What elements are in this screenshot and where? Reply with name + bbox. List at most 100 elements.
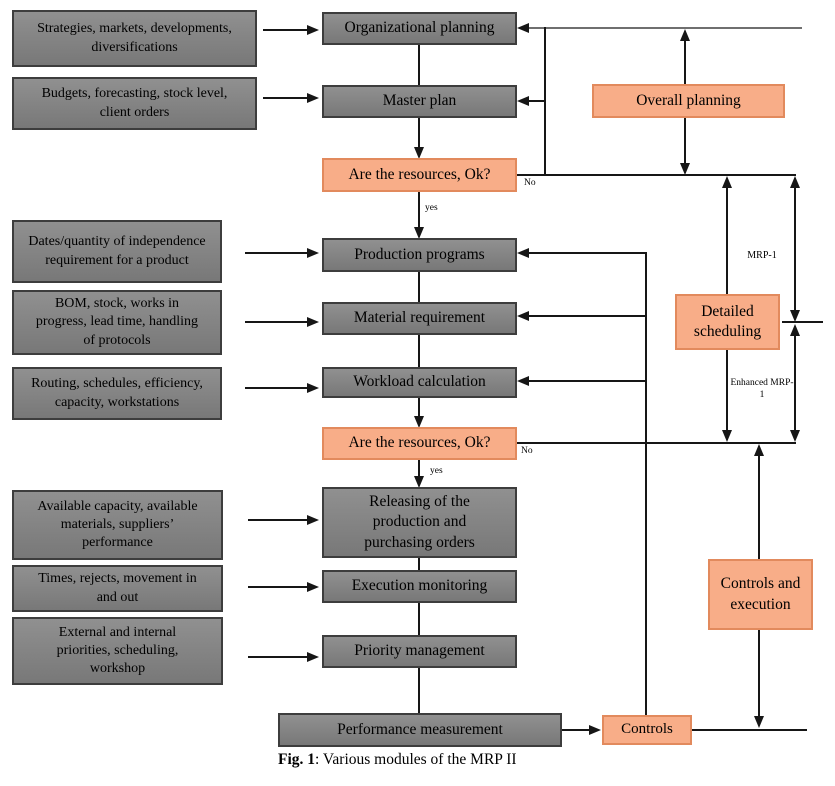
module-box-master-plan: Master plan — [322, 85, 517, 118]
input-arrow-3-head — [307, 248, 319, 258]
module-label-priority-management: Priority management — [354, 642, 485, 660]
mrp1-span-arrow-line — [794, 186, 796, 312]
input-arrow-2-line — [263, 97, 309, 99]
input-arrow-4-head — [307, 317, 319, 327]
phase-label-controls-and-execution: Controls and execution — [720, 575, 801, 613]
decision-box-resources-1: Are the resources, Ok? — [322, 158, 517, 192]
spine-execution-to-priority — [418, 603, 420, 635]
mrp1-divider-line — [782, 321, 823, 323]
feedback-master-line — [528, 100, 546, 102]
no1-line — [517, 174, 796, 176]
module-label-production-programs: Production programs — [354, 245, 485, 263]
module-box-performance-measurement: Performance measurement — [278, 713, 562, 747]
module-box-workload-calculation: Workload calculation — [322, 367, 517, 398]
input-box-routing: Routing, schedules, efficiency, capacity… — [12, 367, 222, 420]
feedback-vertical-line-2 — [645, 253, 647, 715]
feedback-material-head — [517, 311, 529, 321]
module-box-execution-monitoring: Execution monitoring — [322, 570, 517, 603]
module-box-organizational-planning: Organizational planning — [322, 12, 517, 45]
input-box-times: Times, rejects, movement in and out — [12, 565, 223, 612]
input-box-dates-label: Dates/quantity of independence requireme… — [28, 234, 206, 268]
phase-box-controls: Controls — [602, 715, 692, 745]
input-arrow-8-line — [248, 656, 309, 658]
input-box-routing-label: Routing, schedules, efficiency, capacity… — [31, 376, 203, 410]
phase-box-controls-and-execution: Controls and execution — [708, 559, 813, 630]
detailed-span-arrow-bottom — [722, 430, 732, 442]
feedback-production-line — [528, 252, 647, 254]
feedback-vertical-line — [544, 27, 546, 176]
module-label-organizational-planning: Organizational planning — [344, 19, 495, 37]
mrp1-span-arrow-bottom — [790, 310, 800, 322]
overall-span-arrow-bottom — [680, 163, 690, 175]
label-no-2: No — [521, 446, 533, 456]
label-yes-1: yes — [425, 203, 438, 213]
overall-span-arrow-top — [680, 29, 690, 41]
input-arrow-6-line — [248, 519, 309, 521]
mrp1-span-arrow-top — [790, 176, 800, 188]
input-box-strategies-label: Strategies, markets, developments, diver… — [37, 21, 232, 55]
module-box-priority-management: Priority management — [322, 635, 517, 668]
feedback-master-head — [517, 96, 529, 106]
figure-caption-prefix: Fig. 1 — [278, 751, 316, 768]
module-label-workload-calculation: Workload calculation — [353, 373, 486, 391]
decision-label-resources-2: Are the resources, Ok? — [348, 434, 491, 452]
phase-box-overall-planning: Overall planning — [592, 84, 785, 118]
decision-label-resources-1: Are the resources, Ok? — [348, 165, 491, 183]
phase-box-detailed-scheduling: Detailed scheduling — [675, 294, 780, 350]
input-arrow-5-line — [245, 387, 309, 389]
label-no-1: No — [524, 178, 536, 188]
top-feedback-line — [528, 27, 802, 29]
detailed-span-arrow-top — [722, 176, 732, 188]
feedback-workload-line — [528, 380, 647, 382]
input-arrow-6-head — [307, 515, 319, 525]
input-box-priorities: External and internal priorities, schedu… — [12, 617, 223, 685]
module-label-performance-measurement: Performance measurement — [337, 720, 503, 738]
input-box-capacity-label: Available capacity, available materials,… — [37, 498, 198, 551]
module-box-releasing-orders: Releasing of the production and purchasi… — [322, 487, 517, 558]
spine-production-head — [414, 227, 424, 239]
no2-line — [517, 442, 796, 444]
feedback-workload-head — [517, 376, 529, 386]
input-arrow-4-line — [245, 321, 309, 323]
module-label-execution-monitoring: Execution monitoring — [351, 577, 488, 595]
module-label-master-plan: Master plan — [382, 92, 457, 110]
input-box-bom-label: BOM, stock, works in progress, lead time… — [35, 296, 199, 348]
figure-caption: Fig. 1: Various modules of the MRP II — [278, 751, 517, 769]
spine-decision1-head — [414, 147, 424, 159]
decision-box-resources-2: Are the resources, Ok? — [322, 427, 517, 460]
spine-releasing-head — [414, 476, 424, 488]
input-arrow-5-head — [307, 383, 319, 393]
module-box-material-requirement: Material requirement — [322, 302, 517, 335]
module-box-production-programs: Production programs — [322, 238, 517, 272]
spine-decision1-to-production — [418, 192, 420, 228]
input-arrow-1-head — [307, 25, 319, 35]
label-enhanced-mrp1: Enhanced MRP-1 — [730, 378, 794, 400]
spine-decision2-head — [414, 416, 424, 428]
controls-span-arrow-top — [754, 444, 764, 456]
input-box-dates: Dates/quantity of independence requireme… — [12, 220, 222, 283]
enhanced-mrp1-span-arrow-bottom — [790, 430, 800, 442]
input-box-budgets-label: Budgets, forecasting, stock level, clien… — [41, 86, 228, 120]
phase-label-detailed-scheduling: Detailed scheduling — [693, 302, 762, 340]
enhanced-mrp1-span-arrow-top — [790, 324, 800, 336]
label-yes-2: yes — [430, 466, 443, 476]
spine-production-to-material — [418, 272, 420, 302]
input-box-budgets: Budgets, forecasting, stock level, clien… — [12, 77, 257, 130]
label-mrp1: MRP-1 — [747, 250, 777, 261]
input-arrow-2-head — [307, 93, 319, 103]
controls-span-arrow-bottom — [754, 716, 764, 728]
spine-decision2-to-releasing — [418, 460, 420, 477]
spine-material-to-workload — [418, 335, 420, 367]
input-arrow-1-line — [263, 29, 309, 31]
spine-master-to-decision1 — [418, 118, 420, 148]
figure-caption-text: : Various modules of the MRP II — [315, 751, 517, 768]
module-label-releasing-orders: Releasing of the production and purchasi… — [364, 493, 475, 551]
enhanced-mrp1-span-arrow-line — [794, 334, 796, 432]
input-box-capacity: Available capacity, available materials,… — [12, 490, 223, 560]
performance-to-controls-line — [562, 729, 590, 731]
input-box-priorities-label: External and internal priorities, schedu… — [56, 624, 179, 677]
controls-right-line — [692, 729, 807, 731]
input-arrow-7-head — [307, 582, 319, 592]
spine-priority-to-performance — [418, 668, 420, 713]
